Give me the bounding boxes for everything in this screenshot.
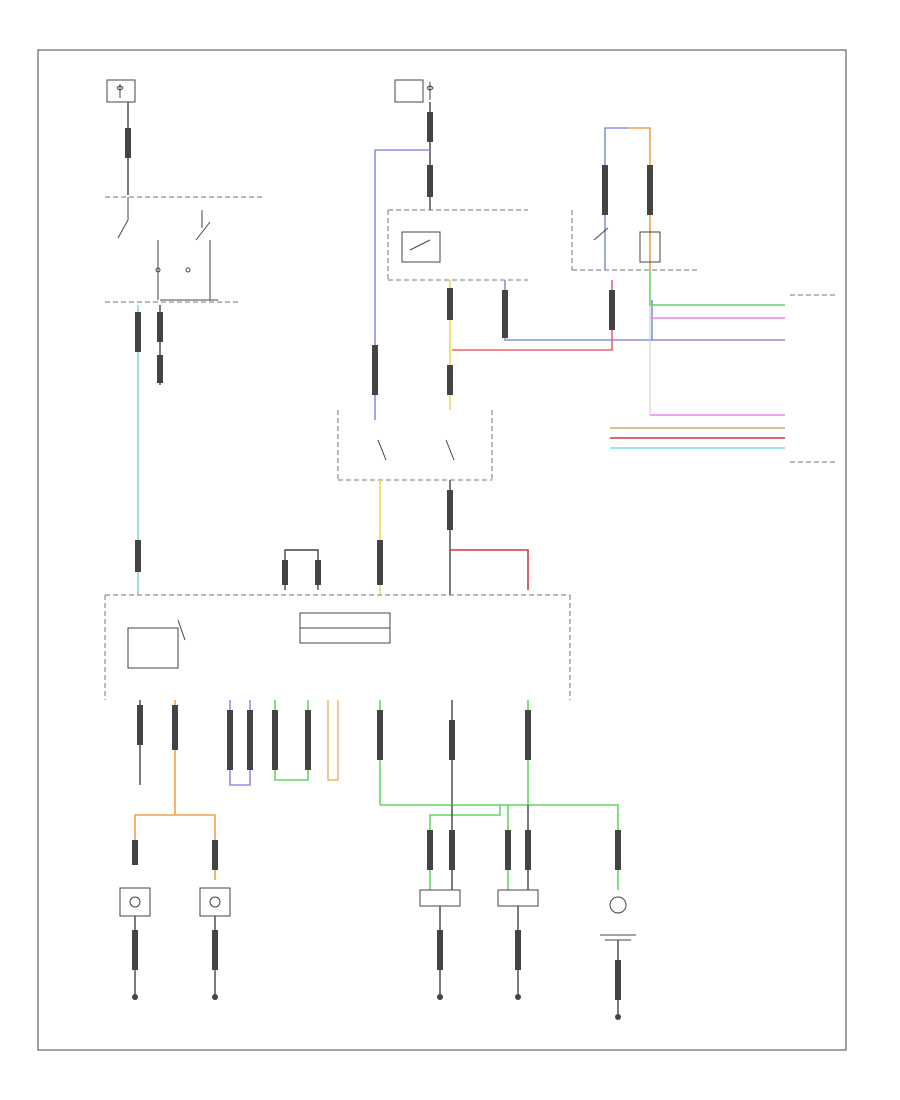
wire-blue-center: [374, 149, 430, 420]
lamp-center-1: [419, 889, 461, 907]
connector-left-1: [125, 128, 131, 158]
lamp-left-2: [199, 887, 231, 917]
module-box-main: [104, 594, 571, 700]
diagram-frame: [37, 49, 847, 1051]
switch-box-center: [337, 410, 493, 481]
fuse-box-center: [394, 79, 434, 103]
lamp-right: [600, 896, 636, 941]
fuse-box-left: [106, 79, 136, 103]
right-harness: [610, 270, 835, 463]
lamp-center-2: [497, 889, 539, 907]
ignition-switch-contacts: [117, 197, 218, 301]
wire-green-bus: [380, 804, 619, 890]
wire-orange-top: [628, 127, 651, 270]
relay-box-right: [571, 210, 700, 271]
lamp-left-1: [119, 887, 151, 917]
relay-box-center: [387, 209, 528, 281]
grounds: [134, 906, 619, 1015]
wire-blue-right: [504, 280, 653, 341]
ground-symbols: [132, 994, 621, 1020]
wire-violet-top: [604, 127, 628, 270]
